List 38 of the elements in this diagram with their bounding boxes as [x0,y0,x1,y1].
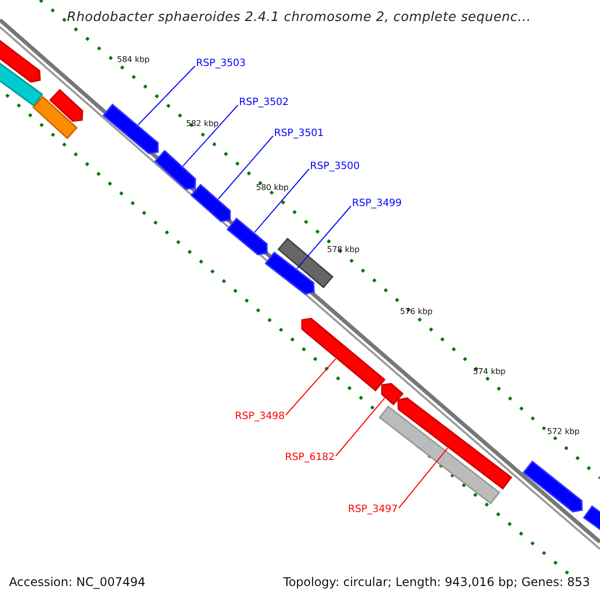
accession-text: Accession: NC_007494 [9,576,146,588]
summary-text: Topology: circular; Length: 943,016 bp; Genes: 853 [283,576,590,588]
gene-bar [49,88,84,122]
scale-label: 582 kbp [186,120,219,128]
leader-line [398,447,448,508]
map-title: Rhodobacter sphaeroides 2.4.1 chromosome 2, complete sequenc... [67,11,532,24]
gene-bar [301,318,386,392]
gene-label: RSP_3500 [310,162,360,172]
leader-line [138,66,196,126]
scale-label: 580 kbp [256,184,289,192]
gene-bar [264,251,315,295]
gene-bar [378,405,500,505]
gene-label: RSP_3497 [348,505,398,515]
gene-bar [32,96,78,140]
gene-bar [102,104,159,154]
gene-bar [397,397,512,490]
gene-bar [154,150,196,190]
gene-bar [226,218,268,256]
gene-label: RSP_3502 [239,98,289,108]
gene-label: RSP_3501 [274,129,324,139]
leader-line [254,168,310,233]
scale-label: 572 kbp [547,428,580,436]
scale-label: 578 kbp [327,246,360,254]
gene-bar [190,184,231,222]
scale-label: 576 kbp [400,308,433,316]
leader-line [296,206,352,270]
leader-line [285,358,336,416]
gene-label: RSP_3503 [196,59,246,69]
gene-label: RSP_6182 [285,453,335,463]
scale-label: 574 kbp [473,368,506,376]
gene-bar [522,460,583,512]
leader-line [218,136,274,200]
gene-label: RSP_3498 [235,412,285,422]
leader-line [335,398,386,456]
gene-label: RSP_3499 [352,199,402,209]
scale-label: 584 kbp [117,56,150,64]
gene-bar [582,505,600,531]
leader-line [182,104,238,167]
